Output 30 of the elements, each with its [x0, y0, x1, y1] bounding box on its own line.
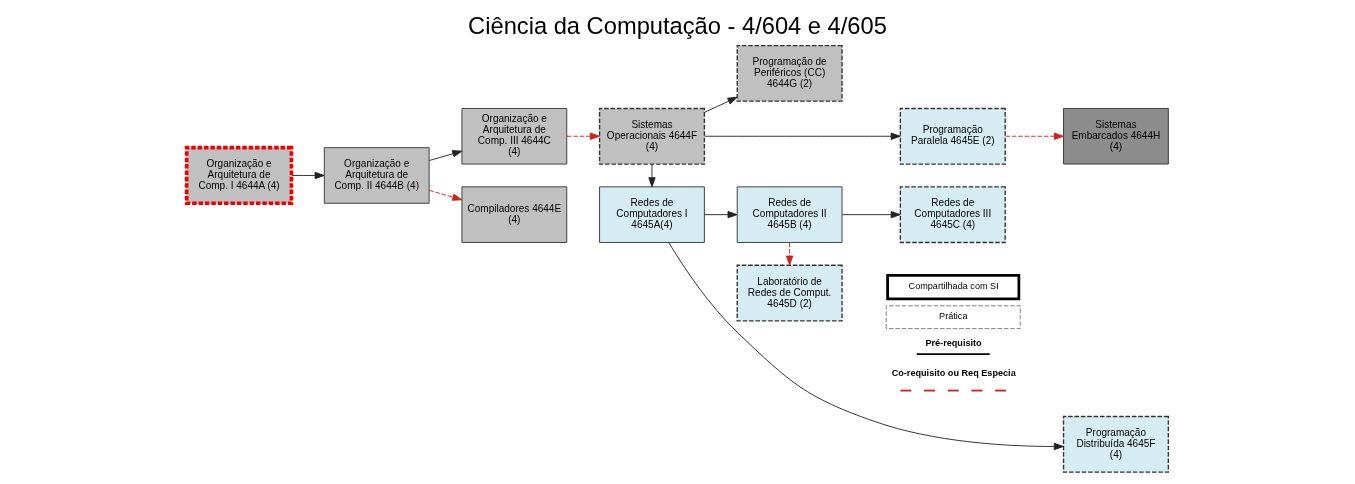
legend-label: Compartilhada com SI — [908, 281, 999, 292]
arrow — [668, 242, 1064, 451]
legend-label: Co-requisito ou Req Especia — [891, 367, 1016, 378]
node-box: Laboratório de Redes de Comput. 4645D (2) — [736, 264, 843, 322]
node-box: Organização e Arquitetura de Comp. III 4644C (4) — [461, 108, 568, 165]
node-box: Redes de Computadores III 4645C (4) — [899, 186, 1006, 244]
node-box: Compiladores 4644E (4) — [461, 186, 568, 243]
node-box: Sistemas Embarcados 4644H (4) — [1063, 108, 1169, 165]
arrow — [842, 211, 901, 219]
arrow — [704, 211, 738, 219]
node-box: Programação Paralela 4645E (2) — [899, 107, 1006, 165]
node-box: Programação Distribuída 4645F (4) — [1062, 415, 1170, 473]
diagram-title: Ciência da Computação - 4/604 e 4/605 — [468, 13, 887, 40]
node-box: Organização e Arquitetura de Comp. II 4644B (4) — [323, 147, 430, 204]
node-box: Programação de Periféricos (CC) 4644G (2) — [736, 44, 843, 102]
arrow — [648, 163, 656, 188]
arrow — [291, 171, 325, 180]
node-box: Organização e Arquitetura de Comp. I 4644A (4) — [184, 145, 294, 206]
node-box: Redes de Computadores II 4645B (4) — [736, 186, 843, 243]
legend-label: Prática — [939, 311, 968, 322]
arrow — [704, 132, 901, 140]
node-box: Sistemas Operacionais 4644F (4) — [598, 107, 706, 165]
arrow — [428, 189, 463, 201]
arrow — [785, 242, 794, 266]
arrow — [566, 132, 600, 140]
legend-label: Pré-requisito — [925, 337, 982, 348]
arrow — [704, 96, 738, 113]
node-box: Redes de Computadores I 4645A(4) — [599, 186, 705, 243]
arrow — [1005, 132, 1064, 140]
arrow — [428, 150, 463, 161]
